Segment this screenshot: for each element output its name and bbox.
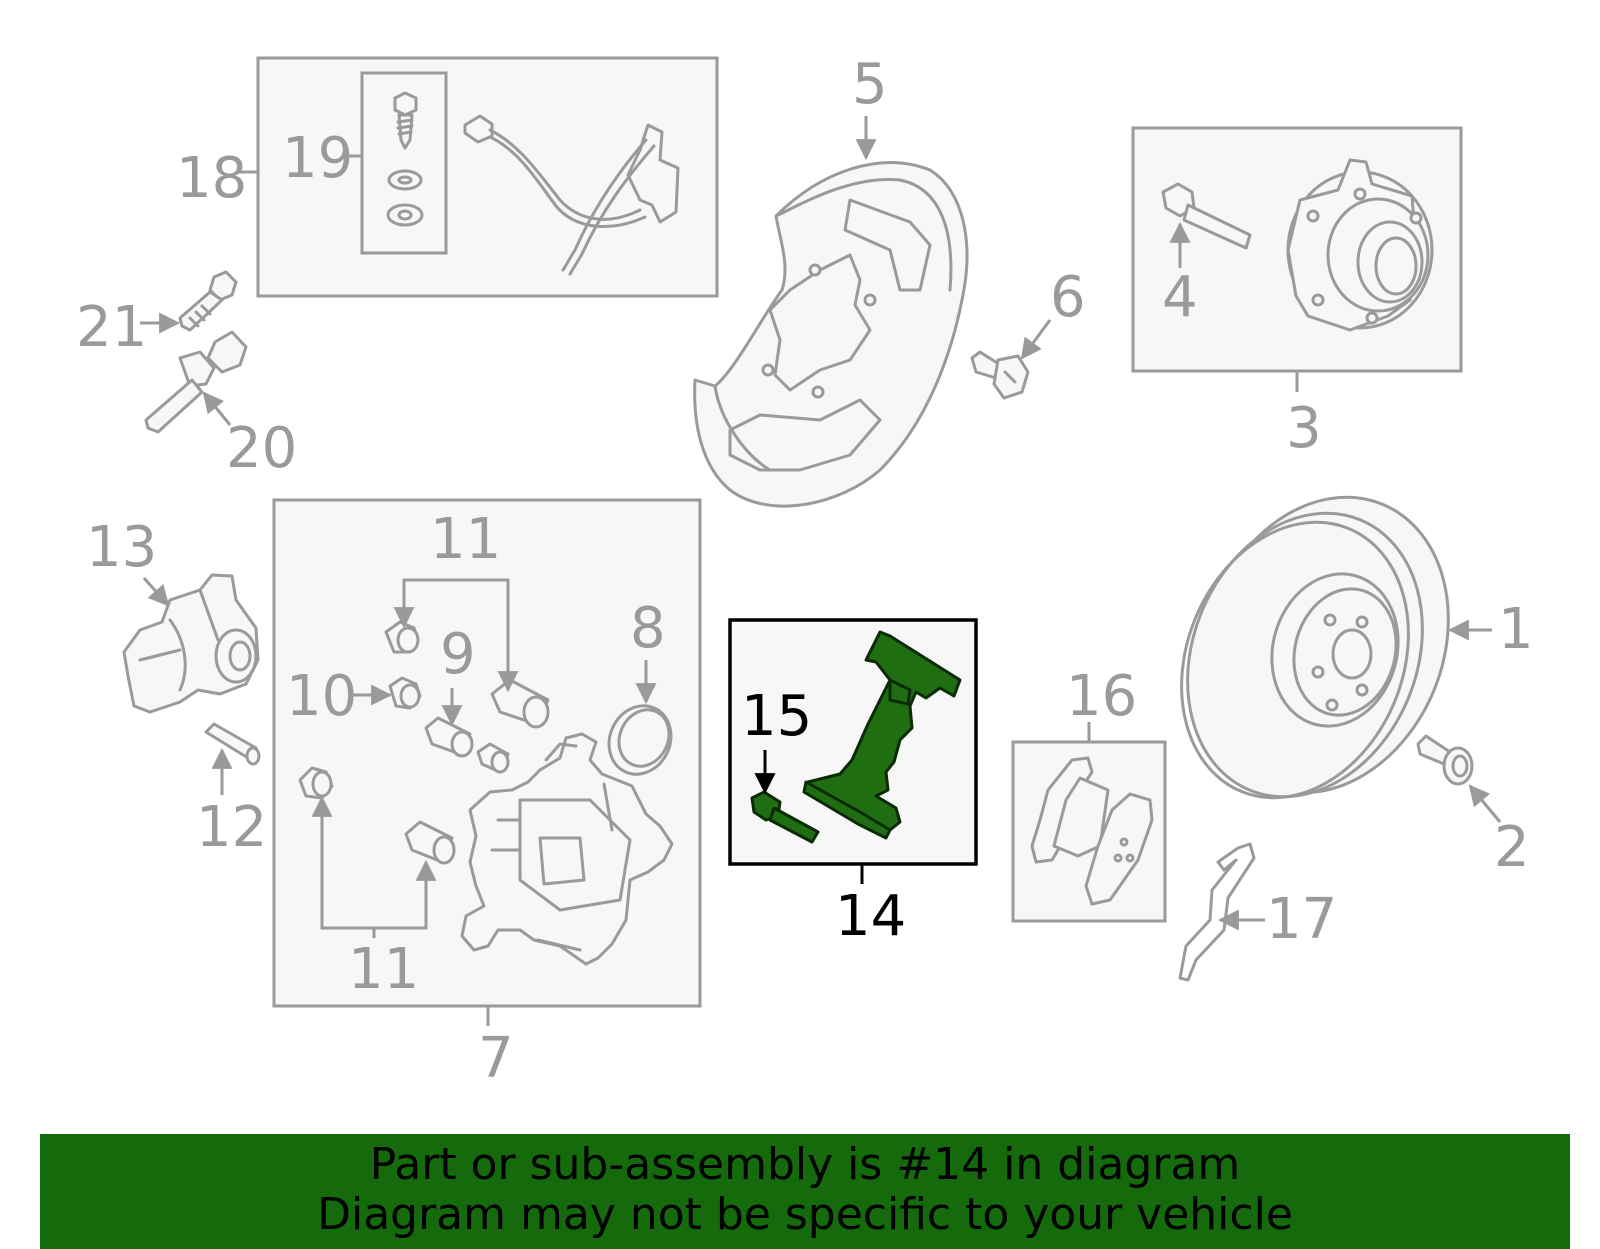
dust-shield-icon: [693, 161, 969, 508]
bolt-6-icon: [970, 350, 1030, 400]
caliper-assembly-group[interactable]: [272, 498, 702, 1008]
callout-19: 19: [282, 126, 353, 191]
brake-pad-icon: [1030, 756, 1154, 906]
callout-21: 21: [76, 295, 147, 360]
footer-line-1: Part or sub-assembly is #14 in diagram: [369, 1139, 1241, 1190]
callout-1: 1: [1498, 597, 1534, 662]
callout-8: 8: [630, 596, 666, 661]
callout-2: 2: [1494, 815, 1530, 880]
bushing-9-icon: [424, 716, 510, 774]
wheel-hub-icon: [1286, 158, 1434, 332]
callout-11-top: 11: [430, 507, 501, 572]
callout-11-bottom: 11: [348, 937, 419, 1002]
caliper-bracket-icon: [802, 630, 962, 840]
callout-3: 3: [1286, 396, 1322, 461]
anti-rattle-clip-icon: [1178, 842, 1256, 982]
callout-5: 5: [852, 52, 888, 117]
brake-rotor-icon: [1180, 495, 1450, 800]
wire-harness-icon: [463, 114, 680, 276]
callout-16: 16: [1066, 664, 1137, 729]
piston-seal-8-icon: [607, 704, 673, 776]
brake-pads-group[interactable]: [1011, 740, 1167, 923]
callout-15: 15: [741, 684, 812, 749]
sensor-bolt-icon: [386, 91, 424, 227]
box-14: [728, 618, 978, 866]
callout-14: 14: [835, 884, 906, 949]
footer-line-2: Diagram may not be specific to your vehi…: [317, 1189, 1293, 1240]
callout-9: 9: [440, 622, 476, 687]
caliper-13-icon: [122, 573, 260, 714]
bolt-21-icon: [178, 270, 238, 332]
boot-11-icon: [298, 766, 334, 800]
bolt-2-icon: [1416, 734, 1474, 786]
sensor-20-icon: [144, 330, 248, 434]
callout-6: 6: [1050, 265, 1086, 330]
callout-17: 17: [1266, 887, 1337, 952]
footer-notice: Part or sub-assembly is #14 in diagram D…: [40, 1134, 1570, 1249]
callout-13: 13: [86, 515, 157, 580]
caliper-bracket-group[interactable]: [728, 618, 978, 866]
bushing-10-icon: [388, 676, 422, 710]
hub-group[interactable]: [1131, 126, 1463, 373]
callout-20: 20: [226, 416, 297, 481]
callout-10: 10: [286, 664, 357, 729]
caliper-body-icon: [460, 732, 674, 966]
hub-bolt-4-icon: [1161, 182, 1252, 250]
callout-7: 7: [478, 1026, 514, 1091]
pin-12-icon: [204, 722, 261, 766]
callout-12: 12: [196, 795, 267, 860]
sensor-harness-group[interactable]: [256, 56, 719, 298]
callout-4: 4: [1162, 265, 1198, 330]
footer-banner: [40, 1134, 1570, 1249]
callout-18: 18: [176, 146, 247, 211]
